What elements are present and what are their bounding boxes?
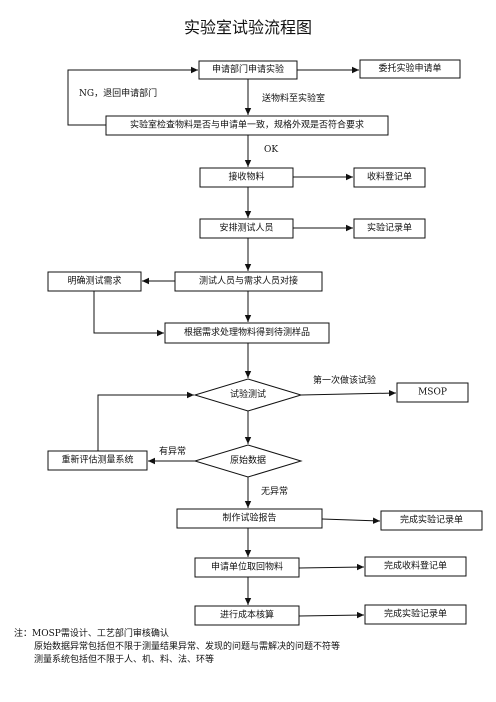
receipt-log-label: 收料登记单 <box>367 171 412 183</box>
first-test-label: 第一次做该试验 <box>313 374 376 386</box>
raw-data-label: 原始数据 <box>230 454 266 466</box>
report-box <box>176 508 323 529</box>
cost-label: 进行成本核算 <box>220 609 274 621</box>
page-title: 实验室试验流程图 <box>184 18 312 37</box>
done-record-1-label: 完成实验记录单 <box>400 514 463 526</box>
footnotes: 注：MOSP需设计、工艺部门审核确认 原始数据异常包括但不限于测量结果异常、发现… <box>14 628 484 667</box>
prepare-label: 根据需求处理物料得到待测样品 <box>184 326 310 338</box>
no-abnormal-label: 无异常 <box>261 485 288 497</box>
arrow-reassess-to-test <box>97 391 194 451</box>
assign-label: 安排测试人员 <box>219 222 273 234</box>
done-receipt-label: 完成收料登记单 <box>384 560 447 572</box>
done-record-2-label: 完成实验记录单 <box>384 608 447 620</box>
abnormal-label: 有异常 <box>159 445 186 457</box>
test-record-box <box>353 218 426 239</box>
receipt-log-box <box>353 167 426 188</box>
clarify-req-label: 明确测试需求 <box>67 275 121 287</box>
ng-return-label: NG，退回申请部门 <box>79 87 157 99</box>
arrow-ng-return <box>67 66 198 126</box>
ok-label: OK <box>264 145 278 155</box>
send-sample-label: 送物料至实验室 <box>262 92 325 104</box>
note-line-1: 注：MOSP需设计、工艺部门审核确认 <box>14 629 169 639</box>
done-receipt-box <box>364 556 467 577</box>
commission-form-label: 委托实验申请单 <box>378 62 441 74</box>
report-label: 制作试验报告 <box>222 512 276 524</box>
liaise-label: 测试人员与需求人员对接 <box>199 275 298 287</box>
prepare-box <box>164 322 330 344</box>
msop-label: MSOP <box>418 388 447 398</box>
arrow-retrieve-to-done-receipt <box>298 563 365 571</box>
msop-box <box>396 382 469 403</box>
arrow-cost-to-done-record <box>298 611 365 619</box>
retrieve-label: 申请单位取回物料 <box>211 561 283 573</box>
receive-label: 接收物料 <box>228 171 264 183</box>
reassess-label: 重新评估测量系统 <box>61 454 133 466</box>
arrow-clarify-to-prepare <box>93 291 164 337</box>
note-line-2: 原始数据异常包括但不限于测量结果异常、发现的问题与需解决的问题不符等 <box>34 642 341 652</box>
test-record-label: 实验记录单 <box>367 222 412 234</box>
arrow-test-to-msop <box>300 389 397 397</box>
done-record-1-box <box>380 510 483 531</box>
done-record-2-box <box>364 604 467 625</box>
test-label: 试验测试 <box>230 388 266 400</box>
commission-form-box <box>359 59 461 79</box>
apply-label: 申请部门申请实验 <box>212 63 284 75</box>
lab-check-label: 实验室检查物料是否与申请单一致，规格外观是否符合要求 <box>130 119 364 131</box>
note-line-3: 测量系统包括但不限于人、机、料、法、环等 <box>34 655 215 665</box>
arrow-report-to-done-record <box>321 517 381 524</box>
